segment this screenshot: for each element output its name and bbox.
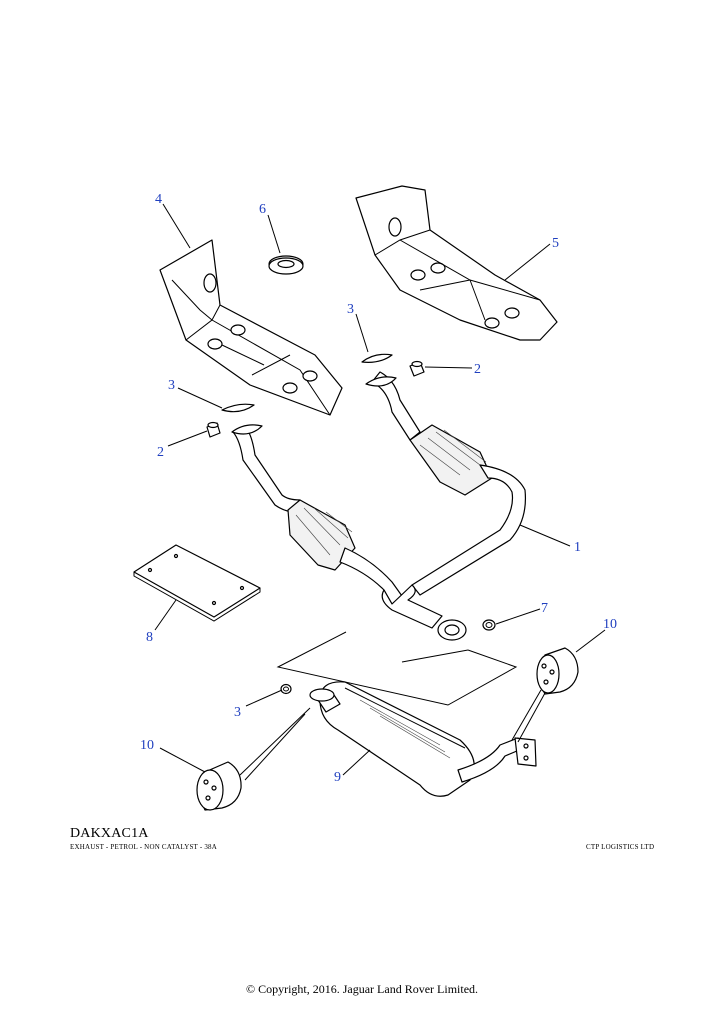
drawing-caption: EXHAUST - PETROL - NON CATALYST - 38A [70,843,217,851]
nut-outlet [482,619,496,631]
callout-3-lower: 3 [234,705,241,720]
callout-10-right: 10 [603,617,617,632]
front-pipe-assembly [231,371,527,641]
callout-5: 5 [552,236,559,251]
callout-8: 8 [146,630,153,645]
rubber-mounting-left [196,761,242,811]
assembly-reference-outline [276,631,518,706]
callout-6: 6 [259,202,266,217]
nut-left [206,421,221,438]
rear-silencer [309,681,537,797]
flange-gasket-left [221,403,255,413]
nut-upper [409,360,425,377]
callout-3-left: 3 [168,378,175,393]
nut-silencer [280,683,292,695]
callout-labels: 4 6 5 3 2 3 2 1 7 10 8 3 10 9 [140,192,617,785]
callout-1: 1 [574,540,581,555]
callout-leaders [154,203,606,776]
copyright-notice: © Copyright, 2016. Jaguar Land Rover Lim… [245,982,479,996]
heat-shield-left [159,239,343,416]
flange-gasket-upper [361,353,393,363]
callout-10-left: 10 [140,738,154,753]
mounting-plate [133,544,261,622]
callout-7: 7 [541,601,548,616]
callout-3-upper: 3 [347,302,354,317]
callout-2-left: 2 [157,445,164,460]
heat-shield-right [355,185,558,341]
callout-4: 4 [155,192,162,207]
gasket-ring [268,255,304,275]
drawing-code: DAKXAC1A [70,826,149,841]
publisher-name: CTP LOGISTICS LTD [586,843,655,851]
callout-9: 9 [334,770,341,785]
rubber-mounting-right [536,647,579,695]
callout-2-upper: 2 [474,362,481,377]
